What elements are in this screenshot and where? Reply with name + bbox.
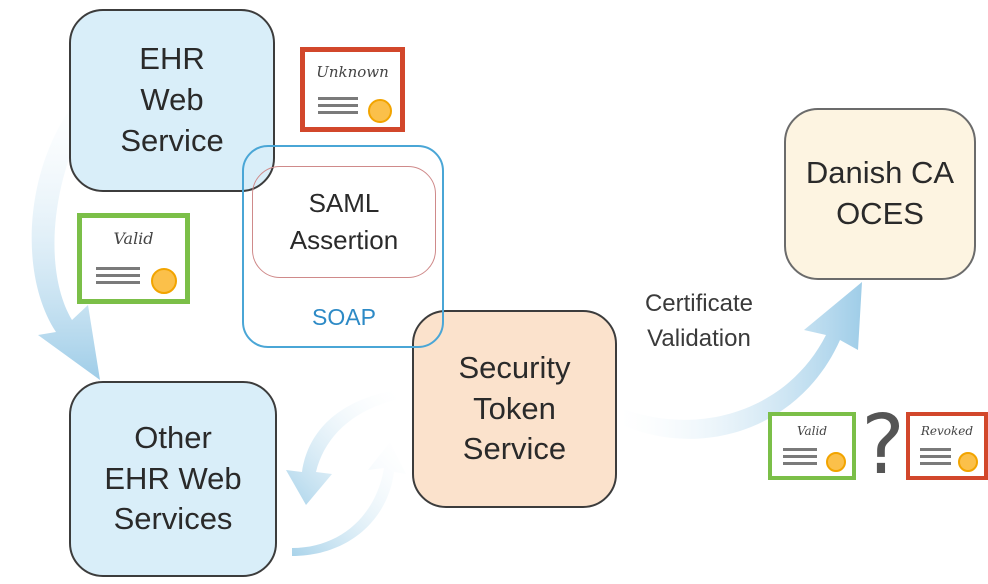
certificate-lines: [318, 93, 359, 114]
unknown-certificate-icon: Unknown: [300, 47, 405, 132]
certificate-seal-icon: [958, 452, 979, 473]
ehr-web-service-node: EHR Web Service: [69, 9, 275, 192]
valid-certificate-small-icon: Valid: [768, 412, 856, 480]
arrow-sts-to-ca: [620, 282, 862, 439]
ehr-web-service-label: EHR Web Service: [120, 41, 224, 158]
valid-certificate-small-title: Valid: [796, 424, 828, 439]
certificate-seal-icon: [368, 98, 393, 123]
saml-assertion-box: SAML Assertion: [252, 166, 436, 278]
revoked-certificate-icon: Revoked: [906, 412, 988, 480]
question-mark: ?: [861, 398, 905, 493]
security-token-service-node: Security Token Service: [412, 310, 617, 508]
certificate-validation-label: Certificate Validation: [644, 290, 754, 352]
security-token-service-label: Security Token Service: [458, 349, 571, 467]
certificate-lines: [96, 263, 140, 285]
arrow-ehr-to-other: [31, 88, 100, 380]
revoked-certificate-title: Revoked: [920, 424, 974, 439]
arrow-sts-to-other: [286, 390, 396, 505]
valid-certificate-icon: Valid: [77, 213, 190, 304]
saml-assertion-label: SAML Assertion: [289, 188, 399, 255]
certificate-lines: [920, 444, 952, 466]
soap-envelope: [242, 145, 444, 348]
soap-label: SOAP: [312, 304, 376, 330]
certificate-seal-icon: [150, 268, 177, 295]
danish-ca-oces-label: Danish CA OCES: [805, 155, 955, 231]
other-ehr-web-services-node: Other EHR Web Services: [69, 381, 277, 577]
certificate-seal-icon: [825, 452, 846, 473]
valid-certificate-title: Valid: [113, 229, 154, 249]
danish-ca-oces-node: Danish CA OCES: [784, 108, 976, 280]
unknown-certificate-title: Unknown: [316, 62, 389, 81]
certificate-lines: [783, 444, 817, 466]
arrow-other-to-sts: [292, 442, 406, 556]
other-ehr-web-services-label: Other EHR Web Services: [104, 419, 242, 537]
